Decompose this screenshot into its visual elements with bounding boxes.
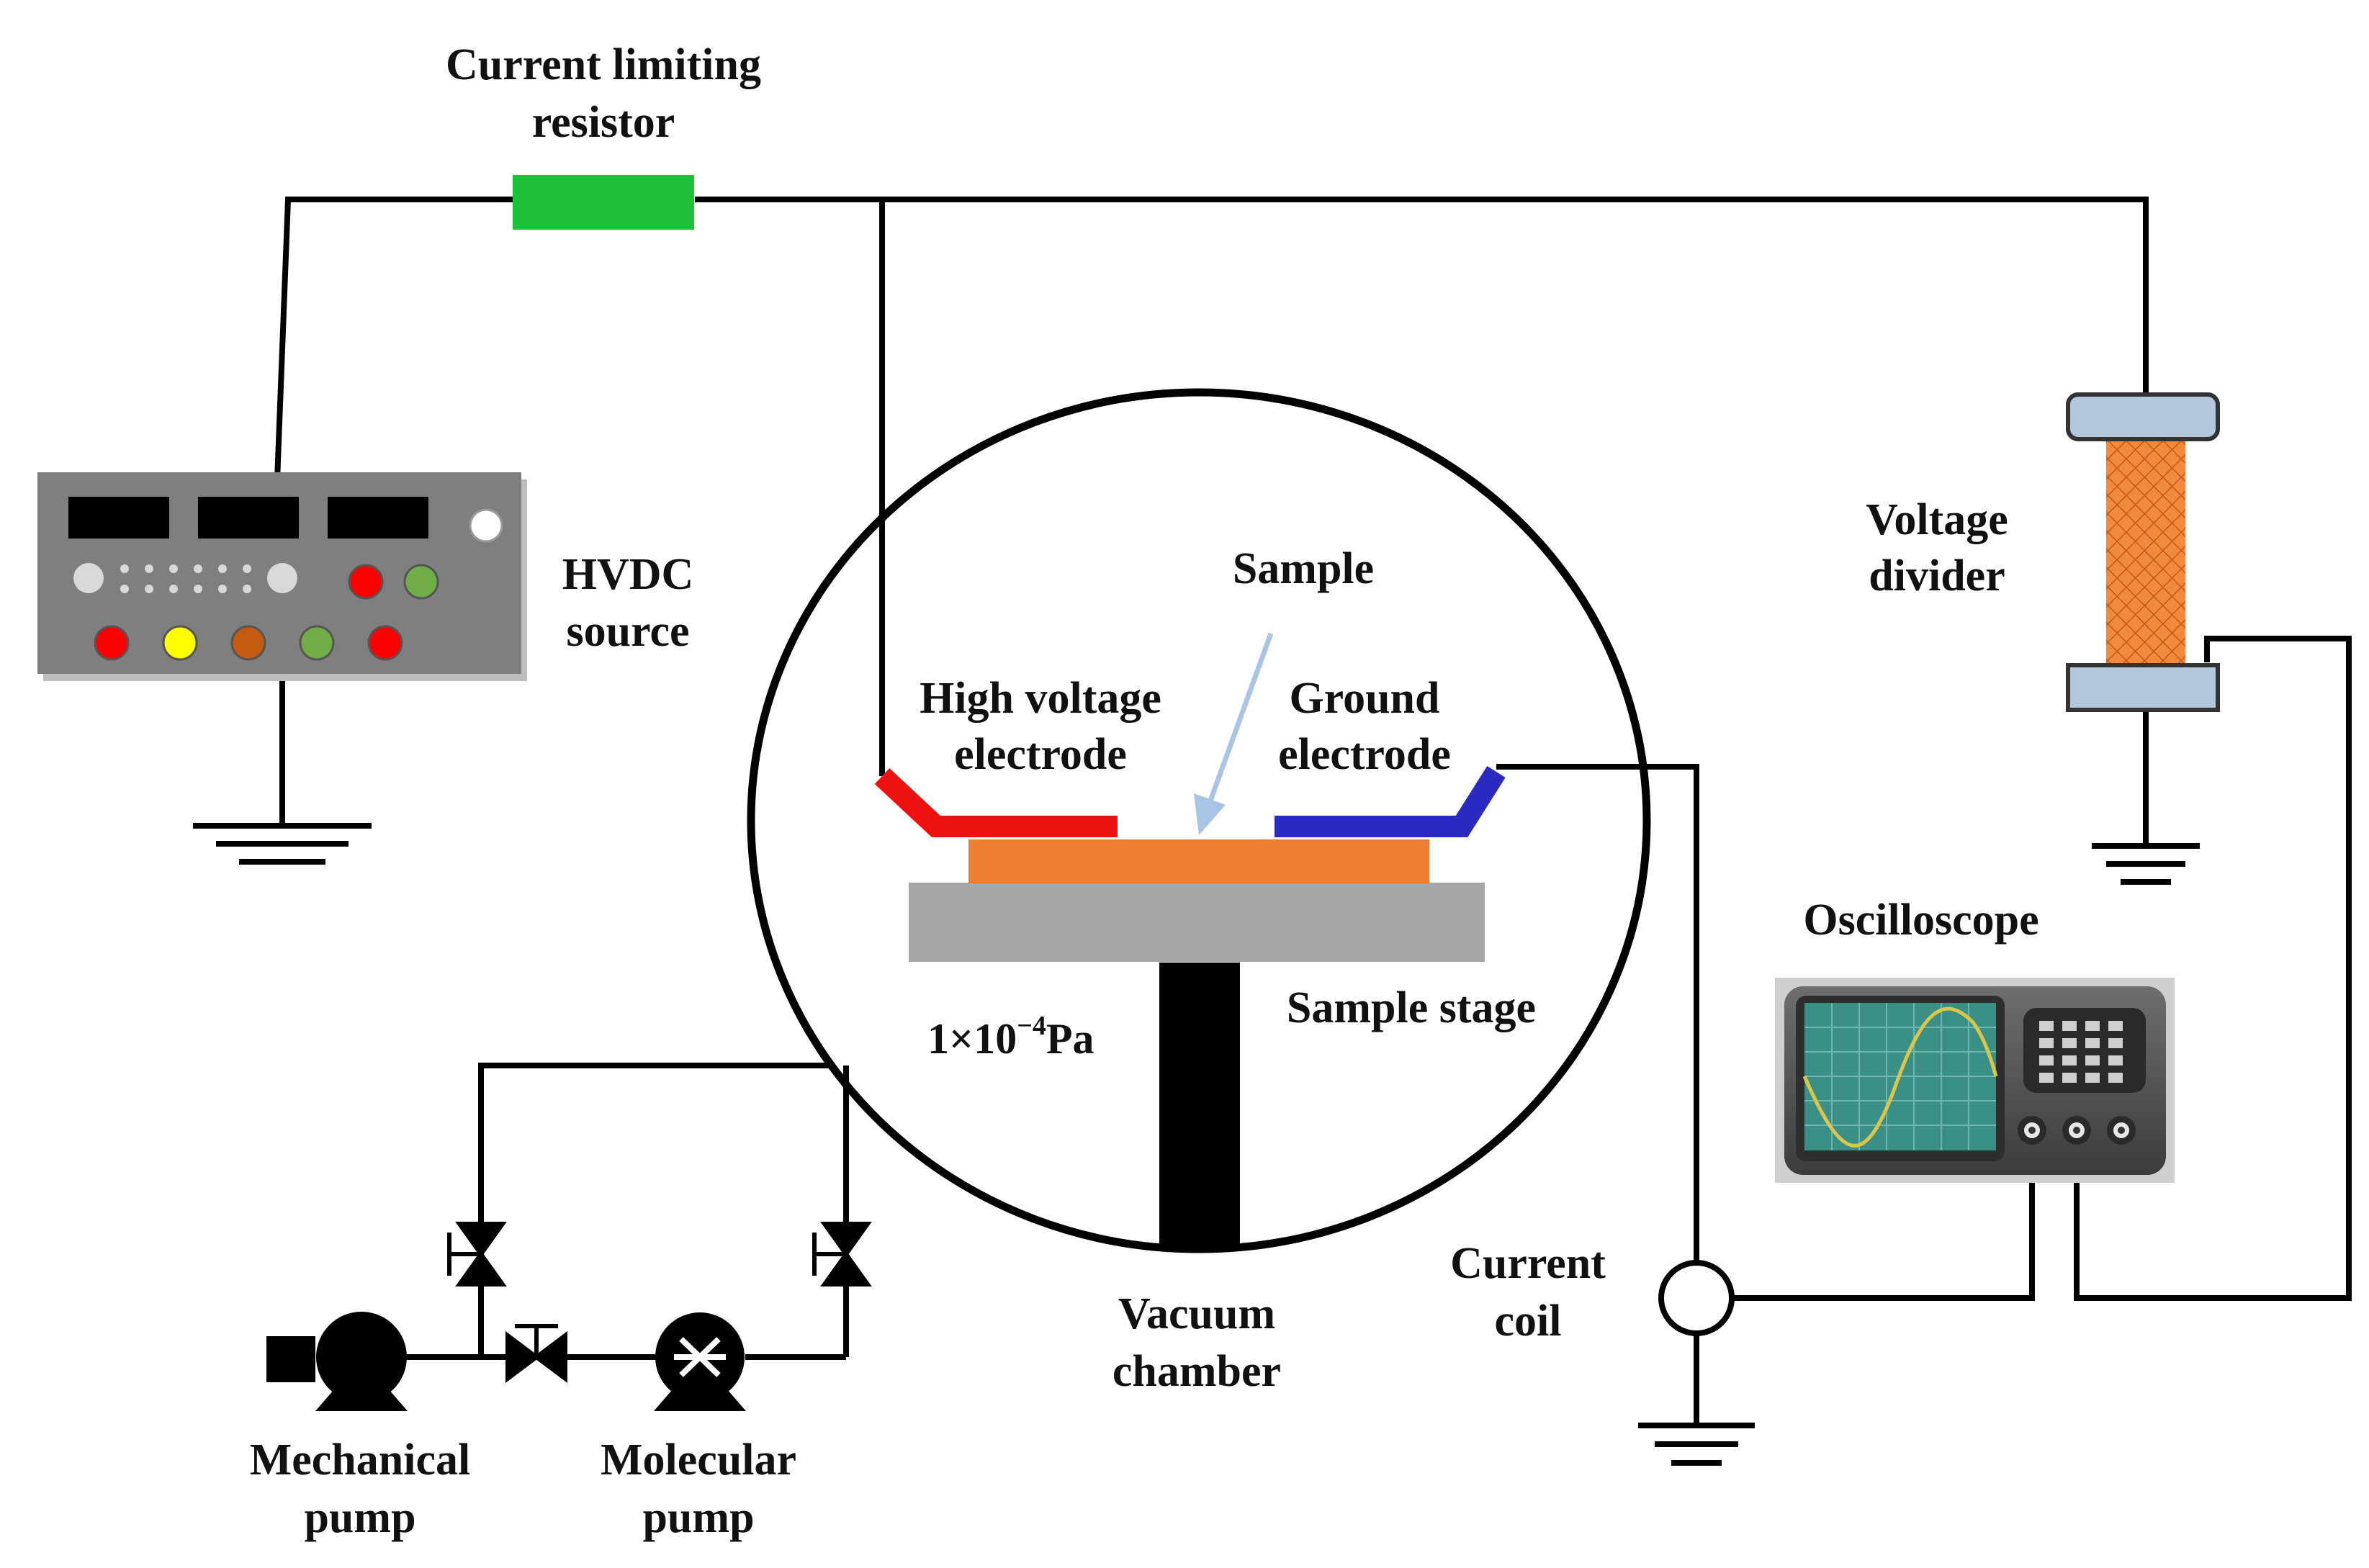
hvdc-source [37,472,527,681]
stage-support-column [1159,963,1240,1245]
pressure-unit: Pa [1046,1015,1094,1063]
sample [968,839,1429,883]
valve-middle [505,1324,567,1383]
mechanical-pump-label-line2: pump [304,1493,415,1542]
hv-electrode-label-line2: electrode [954,730,1127,779]
valve-right [812,1222,872,1287]
hvdc-top-knob [403,564,439,600]
mechanical-pump-motor [266,1336,315,1382]
mechanical-pump-base [315,1389,408,1411]
oscilloscope [1775,978,2175,1183]
voltage-divider-label-line1: Voltage [1866,495,2008,544]
resistor-label-line1: Current limiting [446,40,761,89]
mechanical-pump-label-line1: Mechanical [250,1436,471,1484]
resistor-label-line2: resistor [532,98,675,147]
current-coil-label-line1: Current [1450,1239,1606,1288]
sample-stage [909,883,1485,962]
vacuum-chamber-outline [747,388,1651,1253]
molecular-pump [654,1312,746,1411]
hvdc-dial-right [267,563,297,593]
pressure-exponent: −4 [1017,1011,1046,1041]
vacuum-chamber-label-line1: Vacuum [1118,1289,1275,1338]
pressure-base: 1×10 [927,1015,1017,1063]
divider-bottom-cap [2066,663,2220,712]
hvdc-bottom-knob [94,625,130,661]
current-limiting-resistor [513,175,694,230]
sample-pointer-arrow [1194,632,1274,835]
molecular-pump-label-line2: pump [642,1493,754,1542]
oscilloscope-trace [1802,1006,1998,1148]
vacuum-chamber-label-line2: chamber [1112,1347,1281,1396]
wire-divider-to-scope [2074,636,2352,1301]
high-voltage-electrode [874,768,1118,837]
hvdc-label-line1: HVDC [562,550,694,599]
hvdc-bottom-knob [367,625,403,661]
hvdc-bottom-knob [299,625,335,661]
wire-ground-electrode-to-coil [1496,764,1699,1263]
sample-label: Sample [1233,544,1374,593]
mechanical-pump [266,1312,408,1411]
molecular-pump-base [654,1389,746,1411]
divider-body [2106,438,2185,665]
sample-stage-label: Sample stage [1287,983,1536,1032]
oscilloscope-keypad-buttons [2039,1021,2123,1083]
molecular-pump-label-line1: Molecular [601,1436,796,1484]
wire-coil-to-scope [1732,1136,2035,1301]
voltage-divider-label-line2: divider [1869,551,2005,600]
wiring [274,197,2352,1425]
wire-resistor-to-divider [695,197,2149,396]
valve-left [447,1222,507,1287]
hv-electrode-label-line1: High voltage [920,674,1161,723]
mechanical-pump-body [316,1312,407,1402]
pressure-label: 1×10−4Pa [927,1011,1094,1063]
ground-symbol-divider [2092,843,2200,885]
divider-top-cap [2066,392,2220,441]
hvdc-dial-left [73,563,104,593]
oscilloscope-label: Oscilloscope [1803,896,2038,945]
ground-symbol-hvdc [193,823,372,865]
ground-electrode [1275,765,1506,837]
hvdc-display-3 [328,497,428,539]
oscilloscope-grid [1804,1003,1996,1150]
ground-electrode-label-line1: Ground [1289,674,1439,723]
voltage-divider [2066,392,2220,712]
hvdc-label-line2: source [566,607,689,656]
hvdc-bottom-knob [230,625,266,661]
hvdc-bottom-knob [162,625,198,661]
hvdc-display-1 [68,497,169,539]
ground-symbol-coil [1638,1423,1755,1466]
current-coil-label-line2: coil [1495,1297,1562,1346]
hvdc-led-dots [120,564,251,593]
wire-hvdc-to-resistor [274,197,515,480]
hvdc-top-knob [348,564,384,600]
current-coil [1658,1260,1735,1336]
pipe-chamber-bypass [478,1063,832,1227]
molecular-pump-rotor-icon [674,1337,726,1377]
hvdc-display-2 [198,497,299,539]
hvdc-power-indicator [469,508,503,543]
ground-electrode-label-line2: electrode [1278,730,1451,779]
oscilloscope-input-ports [2018,1116,2136,1145]
